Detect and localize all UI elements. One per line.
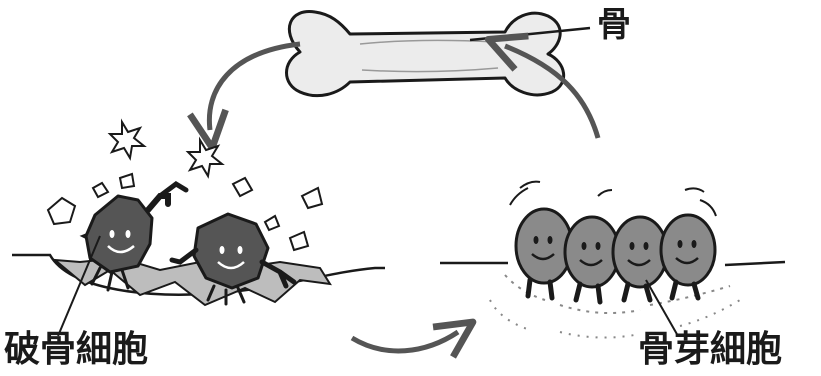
osteoblast-cell: [613, 217, 667, 300]
osteoblast-cell: [661, 215, 715, 298]
resorption-arrow: [209, 44, 300, 130]
osteoblast-label: 骨芽細胞: [638, 332, 782, 368]
sparkle-icon: [188, 140, 222, 176]
resorption-debris: [55, 258, 330, 305]
bone-label: 骨: [597, 8, 631, 42]
transition-arrow: [352, 332, 458, 351]
sparkle-icon: [110, 122, 144, 158]
osteoclast-leader-line: [58, 236, 100, 336]
osteoblast-cell: [565, 217, 619, 302]
osteoclast-label: 破骨細胞: [4, 332, 148, 368]
